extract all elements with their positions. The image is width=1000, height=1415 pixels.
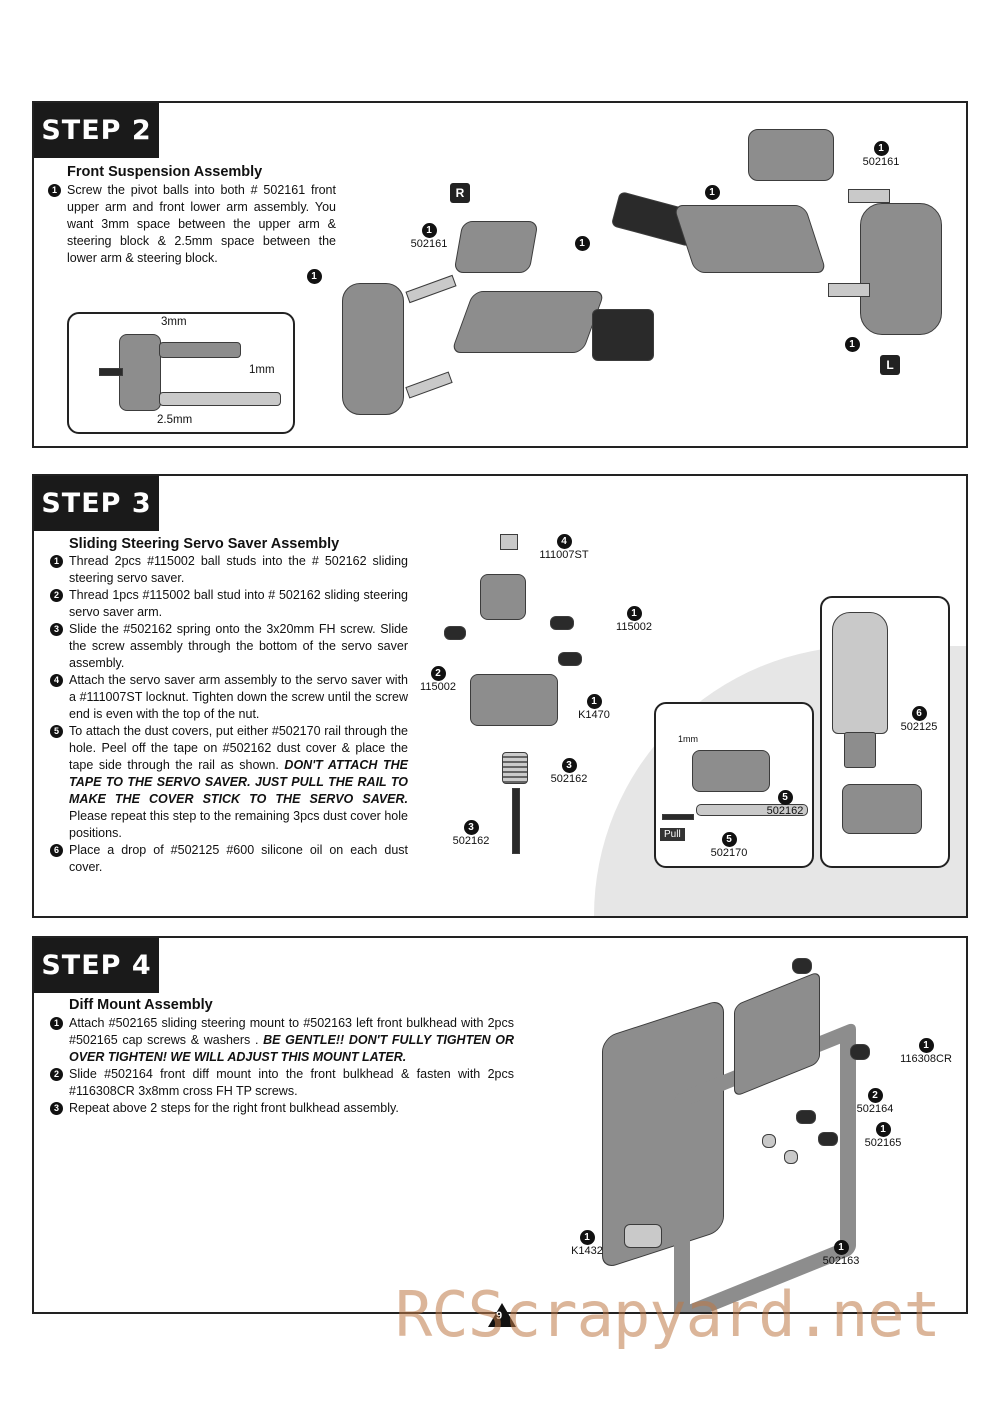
fh-screw-part [512, 788, 520, 854]
rail-part [696, 804, 808, 816]
servo-saver-part [692, 750, 770, 792]
lower-arm-right-part [450, 291, 606, 353]
steering-block-part [119, 334, 161, 411]
upper-arm-right-part [453, 221, 539, 273]
washer-part [784, 1150, 798, 1164]
servo-saver-part [842, 784, 922, 834]
gap-measurement-inset: 3mm 1mm 2.5mm [67, 312, 295, 434]
lower-arm-part [159, 392, 281, 406]
upper-arm-left-part [748, 129, 834, 181]
dim-1mm-label: 1mm [249, 364, 275, 376]
pivot-ball-part [405, 274, 457, 304]
lower-arm-left-part [672, 205, 828, 273]
axle-part [99, 368, 123, 376]
step-3-panel: STEP 3 Sliding Steering Servo Saver Asse… [32, 474, 968, 918]
step-2-title: Front Suspension Assembly [67, 164, 263, 180]
fh-screw-part [792, 958, 812, 974]
steering-block-left-part [860, 203, 942, 335]
callout-pivot-ball: 1 [572, 236, 592, 251]
warning-text: DON'T ATTACH THE TAPE TO THE SERVO SAVER… [69, 758, 408, 806]
pivot-ball-part [828, 283, 870, 297]
steering-mount-part [624, 1224, 662, 1248]
cap-screw-part [818, 1132, 838, 1146]
fh-screw-part [850, 1044, 870, 1060]
warning-text: BE GENTLE!! DON'T FULLY TIGHTEN OR OVER … [69, 1033, 514, 1064]
dim-2.5mm-label: 2.5mm [157, 414, 193, 426]
washer-part [762, 1134, 776, 1148]
dim-3mm-label: 3mm [161, 316, 187, 328]
servo-saver-part [470, 674, 558, 726]
side-l-tag: L [880, 355, 900, 375]
spring-part [502, 752, 528, 784]
upper-arm-part [159, 342, 241, 358]
callout-pivot-ball: 1 [842, 337, 862, 352]
watermark: RCScrapyard.net [395, 1278, 941, 1351]
pivot-ball-part [405, 371, 453, 399]
step-4-badge: STEP 4 [34, 938, 159, 993]
cap-screw-part [796, 1110, 816, 1124]
servo-saver-arm-part [480, 574, 526, 620]
page-number: 9 [488, 1303, 516, 1327]
steering-block-right-part [342, 283, 404, 415]
oil-bottle-part [832, 612, 888, 734]
callout-pivot-ball: 1 [702, 185, 722, 200]
step-4-title: Diff Mount Assembly [69, 997, 213, 1013]
locknut-part [500, 534, 518, 550]
dim-1mm-label: 1mm [678, 734, 698, 744]
oil-nozzle-part [844, 732, 876, 768]
pull-arrow-part [662, 814, 694, 820]
step-3-badge: STEP 3 [34, 476, 159, 531]
ball-stud-part [550, 616, 574, 630]
callout-pivot-ball: 1 [304, 269, 324, 284]
side-r-tag: R [450, 183, 470, 203]
step-3-title: Sliding Steering Servo Saver Assembly [69, 536, 340, 552]
pull-label: Pull [660, 828, 685, 841]
steering-arm-right-part [592, 309, 654, 361]
ball-stud-part [558, 652, 582, 666]
step-2-badge: STEP 2 [34, 103, 159, 158]
ball-stud-part [444, 626, 466, 640]
pivot-ball-part [848, 189, 890, 203]
